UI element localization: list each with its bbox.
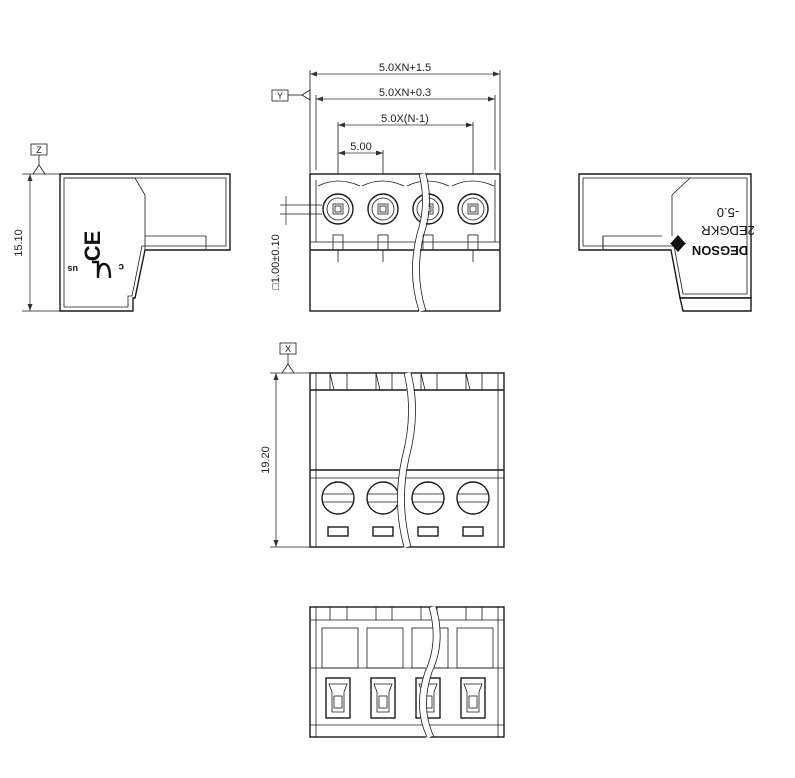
- datum-y-label: Y: [277, 91, 283, 101]
- dim-pitch-span: 5.0X(N-1): [338, 113, 473, 128]
- datum-y: Y: [271, 89, 311, 102]
- bottom-view: [309, 606, 505, 739]
- datum-x-label: X: [285, 344, 291, 354]
- bottom-cell-4: [456, 627, 494, 719]
- front-view: X 19.20: [260, 342, 505, 548]
- pitch-label: 5.00: [350, 141, 371, 153]
- pin-size-label: □1.00±0.10: [270, 234, 282, 290]
- front-hole-1: [321, 481, 355, 537]
- dim-pitch: 5.00: [338, 141, 383, 156]
- brand-name: DEGSON: [692, 243, 748, 258]
- bottom-cell-1: [321, 627, 359, 719]
- left-side-view: Z 15.10 CE c us: [13, 143, 231, 312]
- front-height-label: 19.20: [260, 446, 272, 474]
- center-top-view: □1.00±0.10: [270, 173, 501, 312]
- part-number: 2EDGKR: [701, 223, 754, 238]
- datum-z-label: Z: [36, 145, 42, 155]
- right-side-view: DEGSON 2EDGKR -5.0: [578, 173, 755, 312]
- dim-inner-width: 5.0XN+0.3: [316, 87, 495, 102]
- ul-us-label: us: [67, 264, 78, 274]
- screw-1: [317, 180, 361, 251]
- overall-width-label: 5.0XN+1.5: [379, 62, 431, 74]
- top-dimensions: 5.0XN+1.5 5.0XN+0.3 5.0X(N-1) 5.00 Y: [271, 62, 501, 175]
- ce-mark: CE: [80, 231, 105, 262]
- brand-label: DEGSON 2EDGKR -5.0: [670, 205, 755, 258]
- screw-4: [451, 180, 495, 251]
- pitch-span-label: 5.0X(N-1): [381, 113, 429, 125]
- ul-mark: [92, 260, 112, 279]
- bottom-cell-2: [366, 627, 404, 719]
- inner-width-label: 5.0XN+0.3: [379, 87, 431, 99]
- pitch-code: -5.0: [717, 205, 739, 220]
- screw-2: [361, 180, 405, 251]
- front-hole-3: [411, 481, 445, 537]
- side-height-label: 15.10: [13, 229, 25, 257]
- front-hole-4: [456, 481, 490, 537]
- dim-overall-width: 5.0XN+1.5: [310, 62, 500, 77]
- ul-c-label: c: [118, 261, 124, 272]
